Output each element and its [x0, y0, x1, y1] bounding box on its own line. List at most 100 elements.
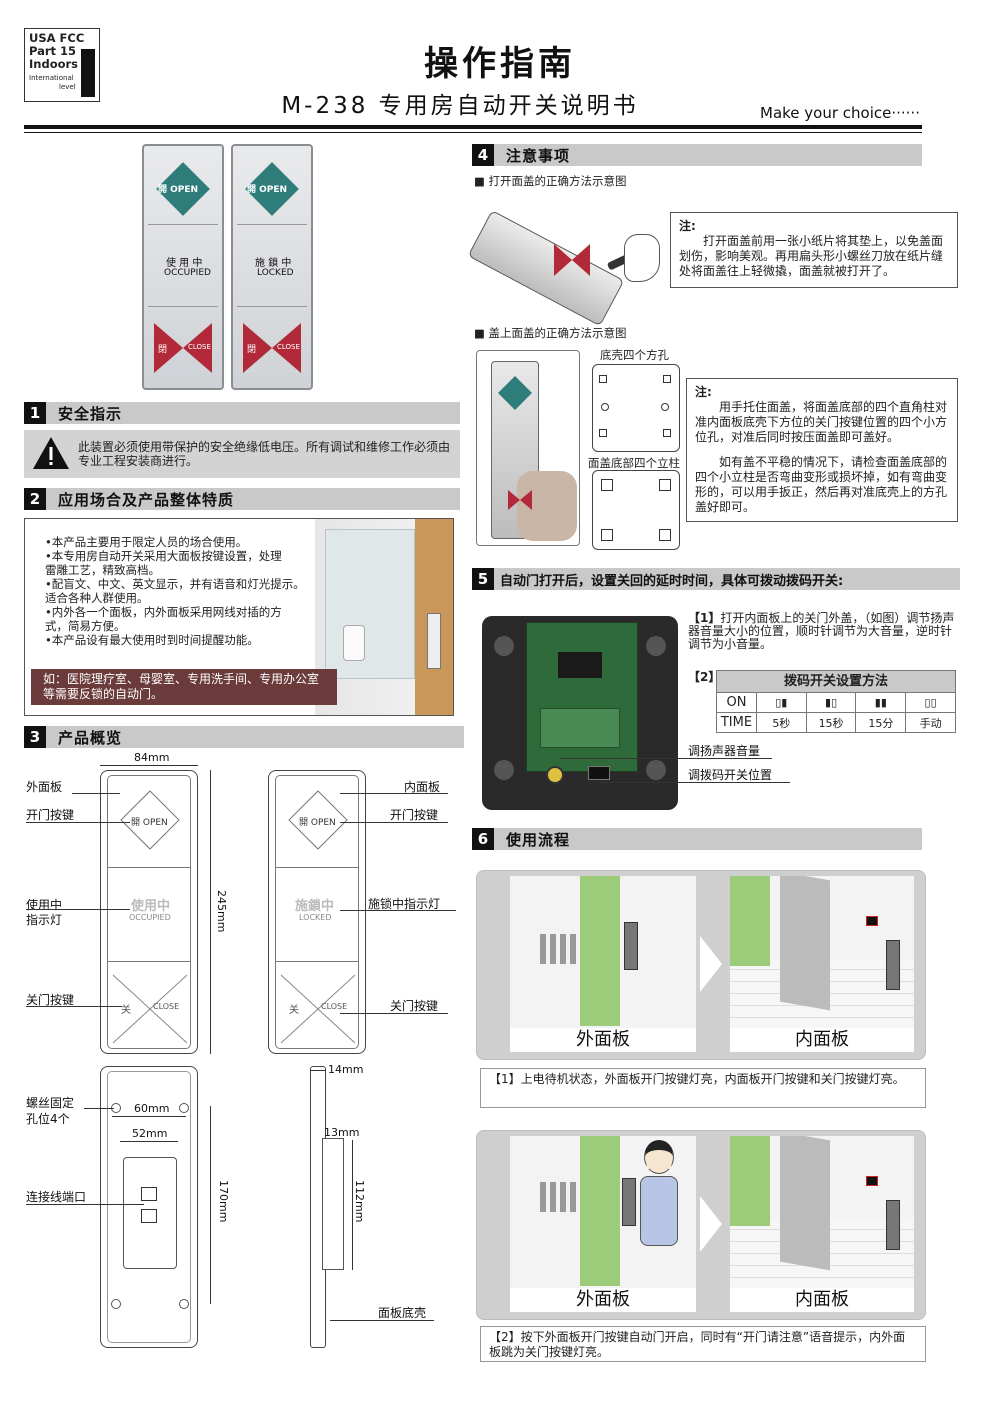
- pcb-chip: [558, 652, 602, 678]
- feature-line: •配盲文、中文、英文显示，并有语音和灯光提示。: [45, 577, 305, 591]
- dim-13mm: 13mm: [324, 1126, 360, 1139]
- panel-on-wall: [886, 1200, 900, 1250]
- flow-arrow-icon: [700, 1196, 722, 1252]
- label-inner-panel: 内面板: [404, 780, 441, 794]
- screw-post-icon: [494, 636, 514, 656]
- leader-line: [560, 758, 772, 759]
- warning-triangle-icon: [33, 437, 69, 469]
- label-base-shell: 面板底壳: [378, 1306, 427, 1320]
- leader-line: [72, 793, 120, 794]
- close-bowtie-icon: [243, 323, 301, 373]
- post-icon: [601, 529, 613, 541]
- section-title: 安全指示: [58, 404, 123, 423]
- wall-panel-image: [427, 613, 441, 669]
- dip-time-label: TIME: [716, 712, 757, 733]
- screw-post-icon: [646, 760, 666, 780]
- flow-2-inner-scene: 内面板: [730, 1136, 914, 1312]
- dip-table: 拨码开关设置方法 ON ▯▮ ▮▯ ▮▮ ▯▯ TIME 5秒 15秒 15分 …: [716, 670, 956, 733]
- section-number: 1: [24, 402, 46, 424]
- door-panel: [780, 876, 830, 1011]
- leader-line: [26, 909, 130, 910]
- square-hole-icon: [663, 375, 671, 383]
- dip-switch-icon: ▮▮: [855, 692, 907, 713]
- square-hole-icon: [663, 429, 671, 437]
- section-number: 2: [24, 488, 46, 510]
- height-dim-line: [210, 770, 211, 1054]
- leader-line: [26, 1006, 122, 1007]
- screw-hole-icon: [179, 1299, 189, 1309]
- volume-knob-icon: [546, 766, 564, 784]
- section-title: 自动门打开后，设置关回的延时时间，具体可拨动拨码开关:: [500, 573, 844, 589]
- inner-outline: [275, 775, 359, 1049]
- section-number: 3: [24, 726, 46, 748]
- feature-line: 式，简易方便。: [45, 619, 126, 633]
- flow-2-caption: 【2】按下外面板开门按键自动门开启，同时有“开门请注意”语音提示，内外面板跳为关…: [480, 1326, 926, 1362]
- label-outer-panel: 外面板: [26, 780, 63, 794]
- panel-photo: [467, 210, 625, 327]
- green-wall: [730, 876, 770, 966]
- width-dimension: 84mm: [134, 751, 170, 764]
- dip-value: 15秒: [805, 712, 857, 733]
- leader-line: [340, 1013, 448, 1014]
- drawing-close-en: CLOSE: [321, 1002, 348, 1011]
- label-occupied-2: 指示灯: [26, 913, 63, 927]
- hero-close-en: CLOSE: [277, 343, 300, 351]
- step-5-1: 【1】打开内面板上的关门外盖，（如图）调节扬声器音量大小的位置，顺时针调节为大音…: [688, 612, 960, 651]
- post-icon: [601, 479, 613, 491]
- drawing-close-en: CLOSE: [153, 1002, 180, 1011]
- screw-hole-icon: [111, 1299, 121, 1309]
- hero-open-label: 開 OPEN: [247, 185, 288, 195]
- screw-hole-icon: [601, 403, 609, 411]
- note-close-cover: 注: 用手托住面盖，将面盖底部的四个直角柱对准内面板底壳下方位的关门按键位置的四…: [686, 378, 958, 522]
- panel-on-wall: [624, 922, 638, 970]
- hero-close-cn: 閉: [158, 345, 168, 355]
- leader-line: [330, 1320, 434, 1321]
- dim-line: [112, 1116, 186, 1117]
- hero-panel-outer: 開 OPEN 使 用 中 OCCUPIED 閉 CLOSE: [142, 144, 224, 390]
- header-rule: [24, 125, 922, 129]
- feature-line: •本产品主要用于限定人员的场合使用。: [45, 535, 248, 549]
- scene-label-inner: 内面板: [730, 1288, 914, 1312]
- sub-heading-open-cover: ■ 打开面盖的正确方法示意图: [474, 174, 627, 188]
- example-banner: 如：医院理疗室、母婴室、专用洗手间、专用办公室等需要反锁的自动门。: [31, 669, 337, 705]
- scene-label-inner: 内面板: [730, 1028, 914, 1052]
- close-x-outline-icon: [280, 974, 356, 1044]
- dim-line: [310, 1070, 326, 1071]
- badge-line-2: Part 15: [29, 44, 77, 58]
- pcb-photo: [482, 616, 678, 810]
- cover-posts-drawing: [592, 470, 680, 550]
- item-2-tag: 【2】: [688, 670, 721, 684]
- dip-switch-icon: ▮▯: [805, 692, 857, 713]
- divider: [275, 961, 359, 962]
- badge-line-3: Indoors: [29, 57, 79, 71]
- note-title: 注:: [679, 219, 696, 233]
- dim-line-170: [210, 1106, 211, 1304]
- person-illustration: [636, 1140, 680, 1270]
- dim-line: [120, 1141, 178, 1142]
- hero-close-en: CLOSE: [188, 343, 211, 351]
- feature-list: •本产品主要用于限定人员的场合使用。 •本专用房自动开关采用大面板按键设置，处理…: [45, 535, 335, 647]
- label-volume: 调扬声器音量: [688, 744, 761, 758]
- drawing-locked-cn: 施鎖中: [295, 899, 335, 914]
- pcb-relay: [540, 708, 620, 748]
- note-title: 注:: [695, 385, 712, 399]
- section-3-header: 3 产品概览: [24, 726, 464, 748]
- panel-on-wall: [886, 940, 900, 990]
- hero-occupied-cn: 使 用 中: [166, 258, 203, 269]
- dip-switch-icon: ▯▮: [755, 692, 807, 713]
- square-hole-icon: [599, 375, 607, 383]
- height-dimension: 245mm: [215, 890, 228, 933]
- close-cover-photo: [476, 350, 580, 546]
- dip-on-label: ON: [716, 692, 757, 713]
- indicator-light-icon: [866, 1176, 878, 1186]
- person-body: [640, 1176, 678, 1246]
- label-locked-indicator: 施锁中指示灯: [368, 897, 441, 911]
- safety-warning-text: 此装置必须使用带保护的安全绝缘低电压。所有调试和维修工作必须由专业工程安装商进行…: [78, 440, 451, 468]
- example-text: 如：医院理疗室、母婴室、专用洗手间、专用办公室等需要反锁的自动门。: [43, 672, 320, 701]
- screw-hole-icon: [179, 1103, 189, 1113]
- indicator-light-icon: [866, 916, 878, 926]
- leader-line: [26, 822, 130, 823]
- label-cover-posts: 面盖底部四个立柱: [588, 456, 680, 470]
- drawing-occupied-en: OCCUPIED: [129, 913, 171, 922]
- feature-line: •内外各一个面板，内外面板采用网线对插的方: [45, 605, 282, 619]
